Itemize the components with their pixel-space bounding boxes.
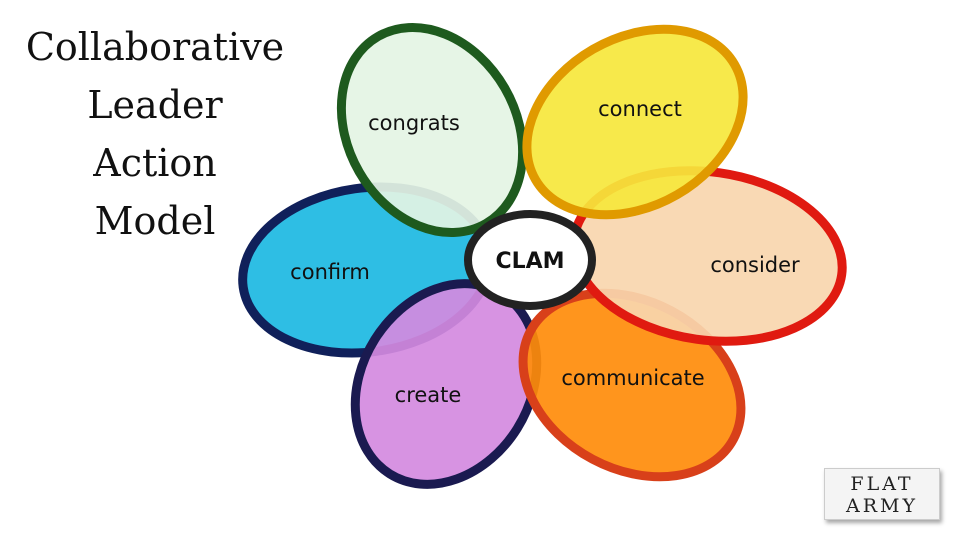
- center-circle: [464, 210, 596, 310]
- petal-label-congrats: congrats: [368, 111, 460, 135]
- petal-label-confirm: confirm: [290, 260, 370, 284]
- slide-title: Collaborative Leader Action Model: [10, 18, 300, 250]
- title-line: Collaborative: [25, 25, 285, 69]
- title-line: Action: [93, 141, 217, 185]
- flat-army-logo: FLAT ARMY: [824, 468, 940, 520]
- petal-label-communicate: communicate: [561, 366, 704, 390]
- title-line: Model: [94, 199, 216, 243]
- petal-label-connect: connect: [598, 97, 682, 121]
- petal-connect: [522, 24, 748, 220]
- logo-line: ARMY: [845, 495, 919, 517]
- petal-label-create: create: [395, 383, 462, 407]
- logo-line: FLAT: [850, 473, 914, 495]
- title-line: Leader: [87, 83, 223, 127]
- petal-label-consider: consider: [710, 253, 800, 277]
- center-label: CLAM: [495, 249, 564, 274]
